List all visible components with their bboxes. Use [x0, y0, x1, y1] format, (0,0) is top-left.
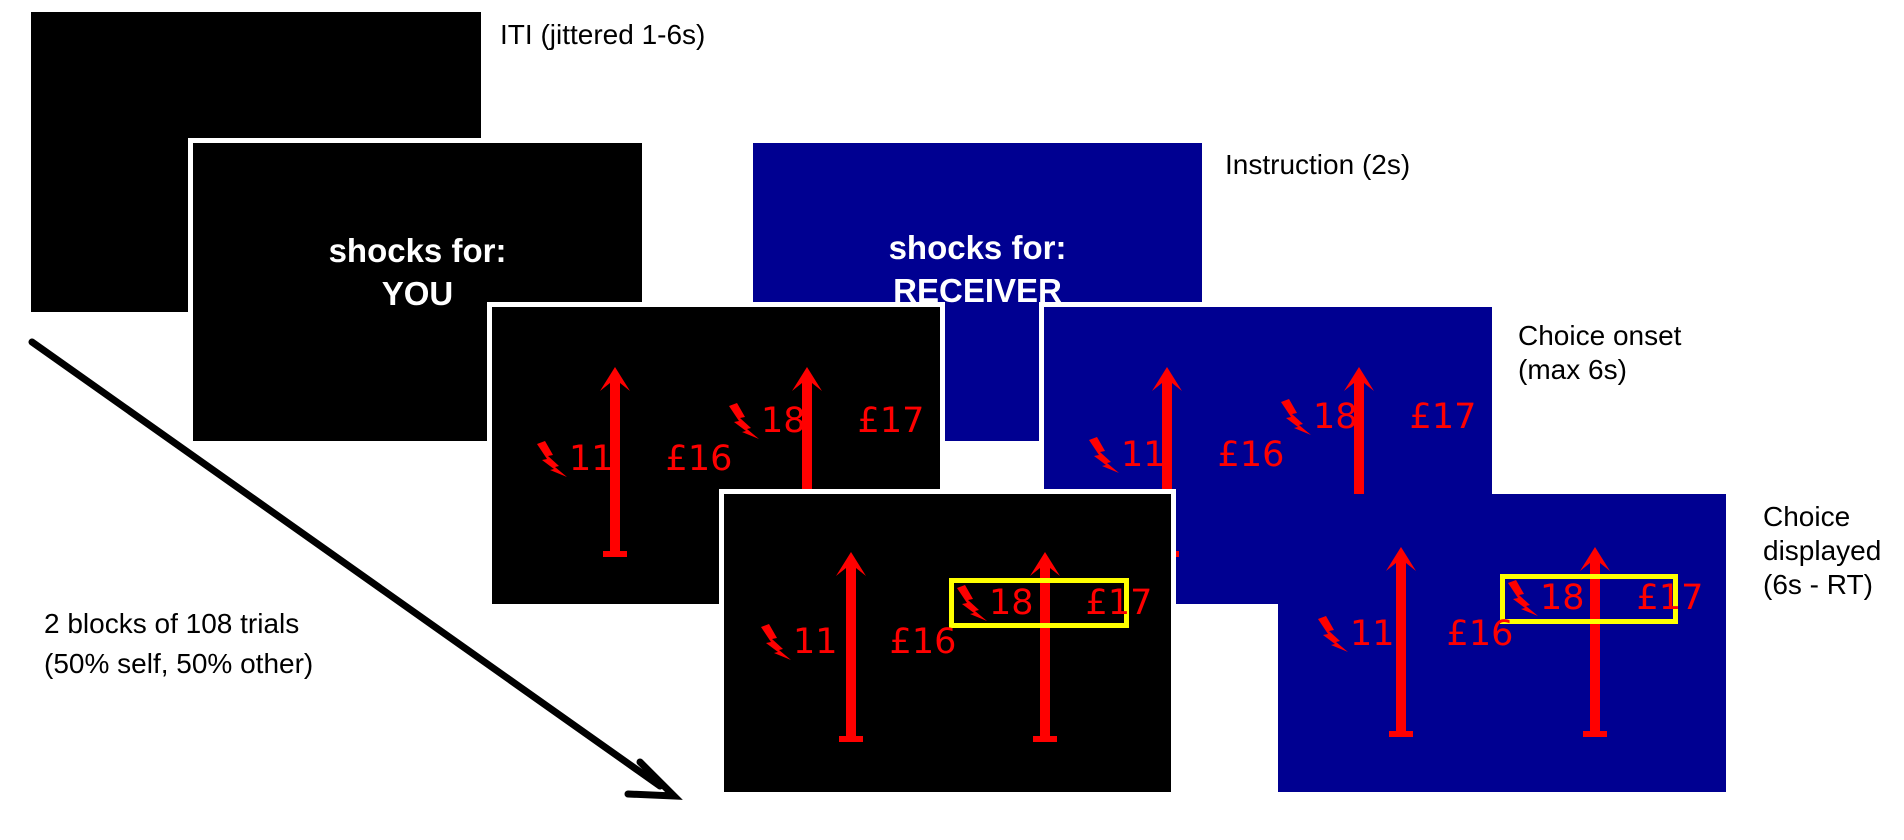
option-left-money: £16: [1217, 435, 1285, 475]
option-left-shocks: 11: [1121, 435, 1166, 475]
lightning-bolt-icon: [957, 585, 987, 621]
option-right-arrow-icon: [1580, 547, 1610, 737]
lightning-bolt-icon: [537, 441, 567, 477]
option-left-money: £16: [1446, 614, 1514, 654]
choice-onset-label-line2: (max 6s): [1518, 354, 1627, 385]
instruction-label: Instruction (2s): [1225, 149, 1411, 180]
blocks-label: 2 blocks of 108 trials (50% self, 50% ot…: [44, 604, 313, 684]
option-left-arrow-icon: [600, 367, 630, 557]
option-right-money: £17: [1409, 397, 1477, 437]
option-left-arrow-icon: [1152, 367, 1182, 557]
choice-displayed-label-line2: displayed: [1763, 535, 1882, 566]
option-right-shocks: 18: [989, 583, 1034, 623]
choice-displayed-screen-other: 11 £16 18 £17: [1278, 494, 1726, 792]
selected-option-highlight: [949, 578, 1129, 628]
lightning-bolt-icon: [1089, 437, 1119, 473]
option-left: 11 £16: [537, 439, 732, 479]
choice-onset-label: Choice onset (max 6s): [1518, 319, 1681, 387]
lightning-bolt-icon: [1318, 616, 1348, 652]
option-left: 11 £16: [761, 622, 956, 662]
option-right-money: £17: [1636, 578, 1704, 618]
option-right: 18 £17: [1281, 397, 1476, 437]
option-left: 11 £16: [1089, 435, 1284, 475]
choice-displayed-label-line3: (6s - RT): [1763, 569, 1873, 600]
instruction-other-line1: shocks for:: [888, 229, 1067, 266]
instruction-self-line1: shocks for:: [328, 232, 507, 269]
choice-displayed-label-line1: Choice: [1763, 501, 1851, 532]
choice-displayed-screen-self: 11 £16 18 £17: [719, 489, 1176, 797]
selected-option-highlight: [1500, 574, 1678, 624]
choice-displayed-label: Choice displayed (6s - RT): [1763, 500, 1881, 602]
blocks-label-line2: (50% self, 50% other): [44, 648, 314, 679]
choice-onset-label-line1: Choice onset: [1518, 320, 1682, 351]
option-right-arrow-icon: [1030, 552, 1060, 742]
option-left-shocks: 11: [569, 439, 614, 479]
option-left-shocks: 11: [1350, 614, 1395, 654]
instruction-self-line2: YOU: [381, 275, 454, 312]
option-left-money: £16: [889, 622, 957, 662]
option-right-money: £17: [857, 401, 925, 441]
option-left-shocks: 11: [793, 622, 838, 662]
option-left-arrow-icon: [1386, 547, 1416, 737]
option-right-shocks: 18: [1313, 397, 1358, 437]
iti-label: ITI (jittered 1-6s): [500, 19, 706, 50]
blocks-label-line1: 2 blocks of 108 trials: [44, 608, 300, 639]
option-left-money: £16: [665, 439, 733, 479]
lightning-bolt-icon: [1508, 580, 1538, 616]
option-right: 18 £17: [1508, 578, 1703, 618]
option-left-arrow-icon: [836, 552, 866, 742]
option-right-arrow-icon: [792, 367, 822, 557]
option-right-shocks: 18: [1540, 578, 1585, 618]
option-right-money: £17: [1085, 583, 1153, 623]
lightning-bolt-icon: [761, 624, 791, 660]
option-left: 11 £16: [1318, 614, 1513, 654]
option-right: 18 £17: [957, 583, 1152, 623]
lightning-bolt-icon: [729, 403, 759, 439]
lightning-bolt-icon: [1281, 399, 1311, 435]
option-right: 18 £17: [729, 401, 924, 441]
option-right-shocks: 18: [761, 401, 806, 441]
option-right-arrow-icon: [1344, 367, 1374, 557]
